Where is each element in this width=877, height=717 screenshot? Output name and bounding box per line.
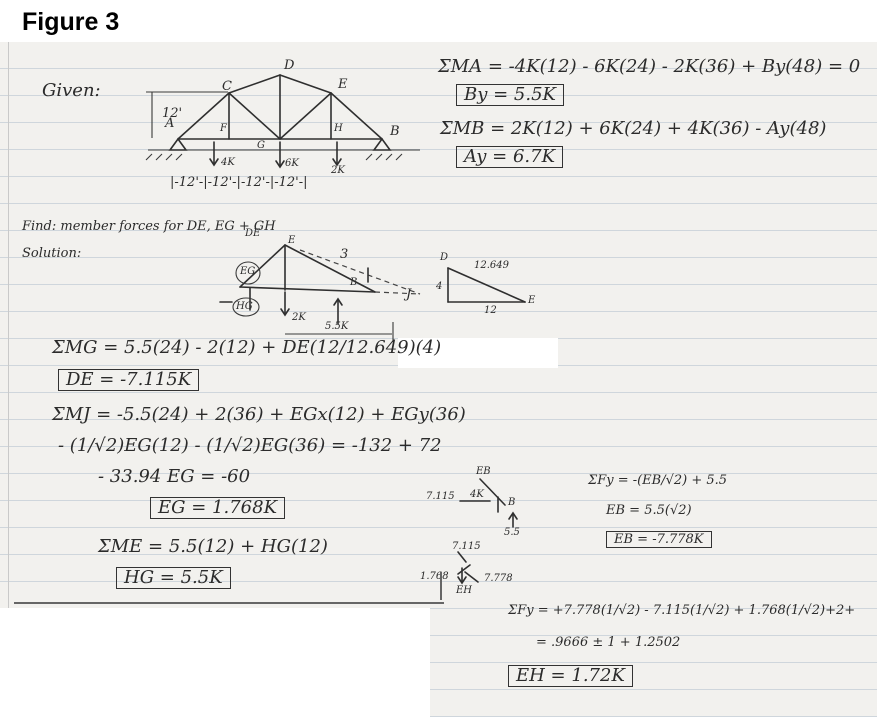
result-hg: HG = 5.5K — [116, 567, 231, 589]
blank-area — [0, 608, 430, 717]
result-eg: EG = 1.768K — [150, 497, 286, 519]
find-statement: Find: member forces for DE, EG + GH — [22, 219, 276, 234]
sum-moment-g: ΣMG = 5.5(24) - 2(12) + DE(12/12.649)(4) — [52, 337, 442, 358]
whited-out-area — [398, 338, 558, 368]
joint-label-d: D — [284, 58, 295, 73]
joint-label-h: H — [334, 123, 343, 134]
joint-label-f: F — [220, 123, 227, 134]
triangle-label-hyp: 12.649 — [474, 260, 509, 271]
joint-b-label-5-5: 5.5 — [504, 527, 520, 538]
joint-e-label-1-768: 1.768 — [420, 571, 449, 582]
joint-e-label-eh: EH — [456, 585, 473, 596]
joint-label-c: C — [222, 79, 232, 94]
sum-moment-b: ΣMB = 2K(12) + 6K(24) + 4K(36) - Ay(48) — [440, 118, 827, 139]
sum-moment-j-line2: - (1/√2)EG(12) - (1/√2)EG(36) = -132 + 7… — [58, 435, 442, 456]
joint-label-e: E — [338, 77, 348, 92]
reaction-ay: Ay = 6.7K — [456, 146, 564, 168]
sum-fy-joint-e-line2: = .9666 ± 1 + 1.2502 — [536, 635, 681, 650]
triangle-label-e: E — [528, 295, 536, 306]
fbd-label-5-5k: 5.5K — [325, 321, 349, 332]
fbd-label-hg: HG — [236, 301, 253, 312]
sum-moment-j-line3: - 33.94 EG = -60 — [98, 466, 251, 487]
result-de: DE = -7.115K — [58, 369, 200, 391]
triangle-label-d: D — [440, 252, 449, 263]
joint-b-label-7-115: 7.115 — [426, 491, 455, 502]
joint-b-label-b: B — [508, 497, 516, 508]
margin-line — [8, 42, 9, 717]
load-label-6k: 6K — [285, 158, 299, 169]
joint-b-label-eb: EB — [476, 466, 491, 477]
eb-calc: EB = 5.5(√2) — [606, 503, 692, 518]
given-label: Given: — [42, 80, 101, 101]
sum-moment-e: ΣME = 5.5(12) + HG(12) — [98, 536, 328, 557]
sum-fy-joint-b: ΣFy = -(EB/√2) + 5.5 — [588, 473, 728, 488]
joint-b-label-4k: 4K — [470, 489, 484, 500]
load-label-4k: 4K — [221, 157, 235, 168]
triangle-label-base: 12 — [484, 305, 497, 316]
joint-label-a: A — [165, 116, 175, 131]
joint-label-g: G — [257, 140, 265, 151]
joint-e-label-7-778: 7.778 — [484, 573, 513, 584]
sum-moment-a: ΣMA = -4K(12) - 6K(24) - 2K(36) + By(48)… — [438, 56, 861, 77]
truss-spacing-label: |-12'-|-12'-|-12'-|-12'-| — [170, 175, 308, 190]
truss-height-label: 12' — [162, 106, 183, 121]
result-eb: EB = -7.778K — [606, 531, 712, 548]
truss-diagram — [145, 74, 526, 585]
joint-label-b: B — [390, 124, 400, 139]
fbd-label-eg: EG — [240, 266, 256, 277]
result-eh: EH = 1.72K — [508, 665, 633, 687]
reaction-by: By = 5.5K — [456, 84, 564, 106]
solution-label: Solution: — [22, 246, 82, 261]
joint-e-label-7-115: 7.115 — [452, 541, 481, 552]
notebook-page: Given: — [0, 42, 877, 717]
fbd-label-b: B — [350, 277, 358, 288]
fbd-label-de: DE — [245, 228, 261, 239]
fbd-label-3: 3 — [340, 247, 349, 262]
figure-label: Figure 3 — [22, 8, 120, 36]
sum-moment-j: ΣMJ = -5.5(24) + 2(36) + EGx(12) + EGy(3… — [52, 404, 466, 425]
fbd-label-j: J — [406, 287, 412, 302]
load-label-2k: 2K — [331, 165, 345, 176]
fbd-label-2k: 2K — [292, 312, 306, 323]
triangle-label-side: 4 — [436, 281, 443, 292]
divider-left — [14, 602, 444, 604]
divider-tick — [440, 572, 442, 600]
sum-fy-joint-e: ΣFy = +7.778(1/√2) - 7.115(1/√2) + 1.768… — [508, 603, 856, 618]
fbd-label-e: E — [288, 235, 296, 246]
